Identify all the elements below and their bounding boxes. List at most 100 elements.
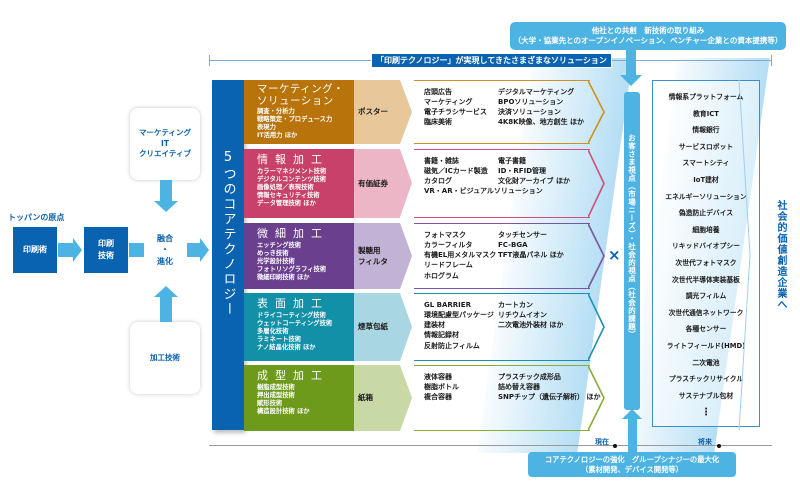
arrow-right-icon [58,238,82,262]
timeline-future-marker [717,444,721,448]
future-solution-item: サービスロボット [678,142,734,151]
social-value-title: 社会的価値創造企業へ [775,200,786,310]
category-title: 情報加工 [257,153,329,166]
solution-item: 4K8K映像、地方創生 ほか [498,118,585,127]
skill-item: 押出成型技術 [257,391,295,399]
solutions-chevron [588,80,606,144]
solution-item: 液体容器 [424,373,452,381]
marketing-it-creative-box: マーケティング IT クリエイティブ [130,108,200,180]
category-skills: 樹脂成型技術押出成型技術賦形技術構造設計技術 ほか [257,384,354,416]
future-solution-item: 次世代半導体実装基板 [672,275,740,284]
timeline-now-marker [613,444,617,448]
category-row-surface-processing: 表面加工ドライコーティング技術ウェットコーティング技術多層化技術ラミネート技術ナ… [244,293,606,361]
solution-item: 樹脂ボトル [424,383,459,392]
category-title: 表面加工 [257,297,329,310]
printing-label: 印刷術 [23,245,47,254]
skill-item: 構造設計技術 ほか [257,407,310,415]
example-product: ポスター [358,107,388,117]
arrow-up-icon [622,409,642,456]
fusion-node: 融合 ・ 進化 [145,227,185,273]
future-solution-item: 情報銀行 [692,126,720,135]
solution-item: SNPチップ（遺伝子解析） ほか [498,393,601,402]
solution-item: 建装材 [424,321,445,330]
future-solution-item: 情報系プラットフォーム [668,93,744,101]
chevron-tip [400,293,412,361]
skill-item: 戦略策定・プロデュース力 [257,116,333,124]
category-example-tag: 有価証券 [354,149,400,218]
solution-item: TFT液晶パネル ほか [498,251,564,260]
cross-icon: × [608,246,621,264]
category-example-tag: 製糖用フィルタ [354,223,400,289]
solution-item: ホログラム [424,271,459,280]
solutions-chevron [588,365,606,431]
skill-item: 微細印刷技術 ほか [257,273,310,281]
core-technology-column: 5つのコアテクノロジー [212,80,244,430]
category-title: 成型加工 [257,369,329,382]
solution-item: 文化財アーカイブ ほか [498,177,571,186]
solution-item: カートカン [498,301,533,309]
solution-item: 電子チラシサービス [424,108,487,117]
future-chevron [738,80,751,430]
example-product: フィルタ [358,257,388,266]
solution-item: FC-BGA [498,241,528,250]
future-solution-item: 細胞培養 [692,225,720,234]
origin-label: トッパンの原点 [8,213,65,222]
future-solution-item: プラスチックリサイクル [668,375,744,384]
solution-item: 反射防止フィルム [424,341,480,350]
skill-item: エッチング技術 [257,241,302,249]
ellipsis-icon: ⋮ [701,407,711,419]
solution-item: マーケティング [424,98,473,107]
arrow-down-icon [154,180,178,212]
solution-item: 複合容器 [424,393,452,402]
timeline-future-label: 将来 [698,438,712,446]
skill-item: デジタルコンテンツ技術 [257,175,327,183]
solution-item: 情報記録材 [424,331,459,340]
collaboration-box: 他社との共創 新技術の取り組み （大学・協業先とのオープンイノベーション、ベンチ… [510,22,786,50]
category-skills: ドライコーティング技術ウェットコーティング技術多層化技術ラミネート技術ナノ結晶化… [257,312,354,352]
processing-tech-box: 加工技術 [130,322,200,394]
skill-item: IT活用力 ほか [257,132,298,140]
solution-item: タッチセンサー [498,231,547,239]
solution-item: カタログ [424,177,452,186]
solution-item: VR・AR・ビジュアルソリューション [424,187,543,196]
core-technology-title: 5つのコアテクノロジー [220,150,236,317]
solutions-chevron [588,149,606,218]
skill-item: ナノ結晶化技術 ほか [257,343,316,351]
customer-perspective-bar: お客さま視点（市場ニーズ）・社会的視点（社会的課題） [624,92,640,410]
future-solution-item: 各種センサー [685,325,727,334]
core-strengthening-title: コアテクノロジーの強化 グループシナジーの最大化 [544,454,720,464]
input-processing: 加工技術 [150,352,180,362]
future-solution-item: サステナブル包材 [678,391,734,400]
future-solution-item: 教育ICT [693,109,719,118]
solution-item: GL BARRIER [424,301,471,309]
solution-item: 二次電池外装材 ほか [498,321,564,330]
timeline-axis [209,445,772,446]
solution-item: 磁気／ICカード製造 [424,167,488,176]
skill-item: 情報セキュリティ技術 [257,191,320,199]
solution-item: フォトマスク [424,231,466,239]
skill-item: 調査・分析力 [257,108,295,116]
category-row-information-processing: 情報加工カラーマネジメント技術デジタルコンテンツ技術画像処理／表現技術情報セキュ… [244,149,606,218]
category-header: 微細加工エッチング技術めっき技術光学設計技術フォトリソグラフィ技術微細印刷技術 … [244,223,354,289]
solution-item: 店頭広告 [424,88,452,96]
solution-item: ID・RFID管理 [498,167,547,176]
future-solution-item: リキッドバイオプシー [672,242,740,251]
range-cap-left [209,55,210,66]
category-header: 表面加工ドライコーティング技術ウェットコーティング技術多層化技術ラミネート技術ナ… [244,293,354,361]
skill-item: データ管理技術 ほか [257,199,316,207]
solution-item: 詰め替え容器 [498,383,540,392]
skill-item: 多層化技術 [257,327,289,335]
future-solution-item: 二次電池 [692,358,720,367]
fusion-dot: ・ [161,245,169,255]
solutions-chevron [588,223,606,289]
chevron-tip [400,365,412,431]
collaboration-detail: （大学・協業先とのオープンイノベーション、ベンチャー企業との資本提携等） [513,36,783,45]
